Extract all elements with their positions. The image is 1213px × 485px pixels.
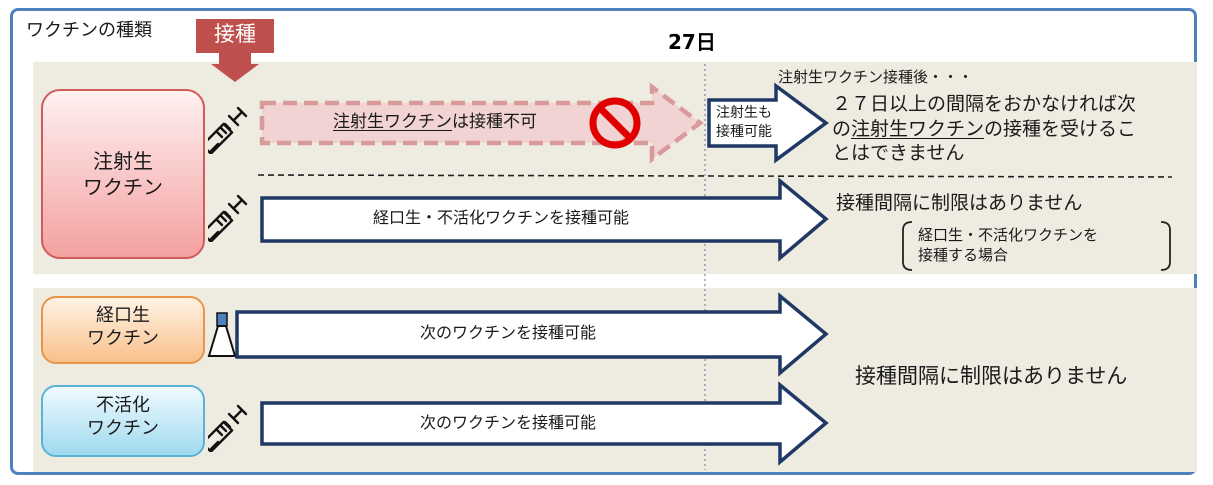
injection-label-line1: 注射生 [93, 149, 153, 173]
day-27-marker: 27日 [668, 30, 716, 54]
oral-label-line1: 経口生 [96, 305, 150, 326]
inactivated-next-vaccine-label: 次のワクチンを接種可能 [420, 413, 597, 432]
after-note-line2: の注射生ワクチンの接種を受けるこ [832, 117, 1136, 142]
note-bracket-left [902, 221, 913, 271]
blocked-arrow-label: 注射生ワクチンは接種不可 [333, 112, 537, 133]
inoculation-tag-box [196, 19, 274, 53]
injection-vaccine-label: 注射生 ワクチン [42, 148, 204, 200]
after-note-line2-suffix: の接種を受けるこ [984, 117, 1137, 140]
injection-vaccine-box [41, 89, 205, 259]
inoculation-tag: 接種 [214, 22, 256, 46]
inactivated-label-line1: 不活化 [96, 395, 150, 416]
after-note-line2-prefix: の [832, 117, 852, 140]
blocked-arrow-underlined: 注射生ワクチン [333, 112, 452, 132]
bottom-no-limit-text: 接種間隔に制限はありません [855, 364, 1128, 388]
bracket-note-line1: 経口生・不活化ワクチンを [918, 226, 1099, 244]
after-note-line1: ２７日以上の間隔をおかなければ次 [832, 93, 1137, 115]
blocked-arrow [259, 82, 704, 164]
bracket-note-line2: 接種する場合 [918, 246, 1009, 265]
inactivated-vaccine-label: 不活化 ワクチン [42, 394, 204, 441]
bracket-note: 経口生・不活化ワクチンを 接種する場合 [918, 225, 1098, 266]
no-limit-text: 接種間隔に制限はありません [836, 192, 1083, 214]
vaccine-type-label: ワクチンの種類 [26, 20, 152, 41]
small-arrow-line2: 接種可能 [716, 123, 772, 140]
oral-vaccine-box [41, 296, 205, 364]
after-note-title: 注射生ワクチン接種後・・・ [778, 68, 974, 86]
oral-inactivated-ok-label: 経口生・不活化ワクチンを接種可能 [373, 208, 630, 227]
inactivated-vaccine-box [41, 385, 205, 457]
injection-label-line2: ワクチン [83, 175, 163, 199]
after-note: ２７日以上の間隔をおかなければ次 の注射生ワクチンの接種を受けるこ とはできませ… [832, 92, 1136, 166]
inactivated-label-line2: ワクチン [87, 418, 159, 440]
after-note-line3: とはできません [832, 142, 965, 165]
oral-next-vaccine-arrow [235, 292, 829, 377]
after-27-day-arrow-label: 注射生も 接種可能 [716, 104, 772, 142]
oral-inactivated-ok-arrow [260, 177, 829, 262]
oral-vaccine-label: 経口生 ワクチン [42, 304, 204, 351]
oral-label-line2: ワクチン [87, 328, 159, 350]
note-bracket-right [1160, 221, 1171, 271]
injection-separator [257, 174, 1173, 178]
inoculation-down-arrow [211, 53, 259, 82]
small-arrow-line1: 注射生も [716, 105, 772, 121]
after-27-day-arrow [707, 82, 829, 164]
after-note-line2-underlined: 注射生ワクチン [851, 117, 985, 140]
prohibited-icon [589, 97, 641, 149]
oral-next-vaccine-label: 次のワクチンを接種可能 [420, 323, 597, 342]
blocked-arrow-rest: は接種不可 [452, 112, 537, 132]
oral-vaccine-bottle-icon [207, 312, 237, 357]
inactivated-next-vaccine-arrow [260, 381, 829, 466]
